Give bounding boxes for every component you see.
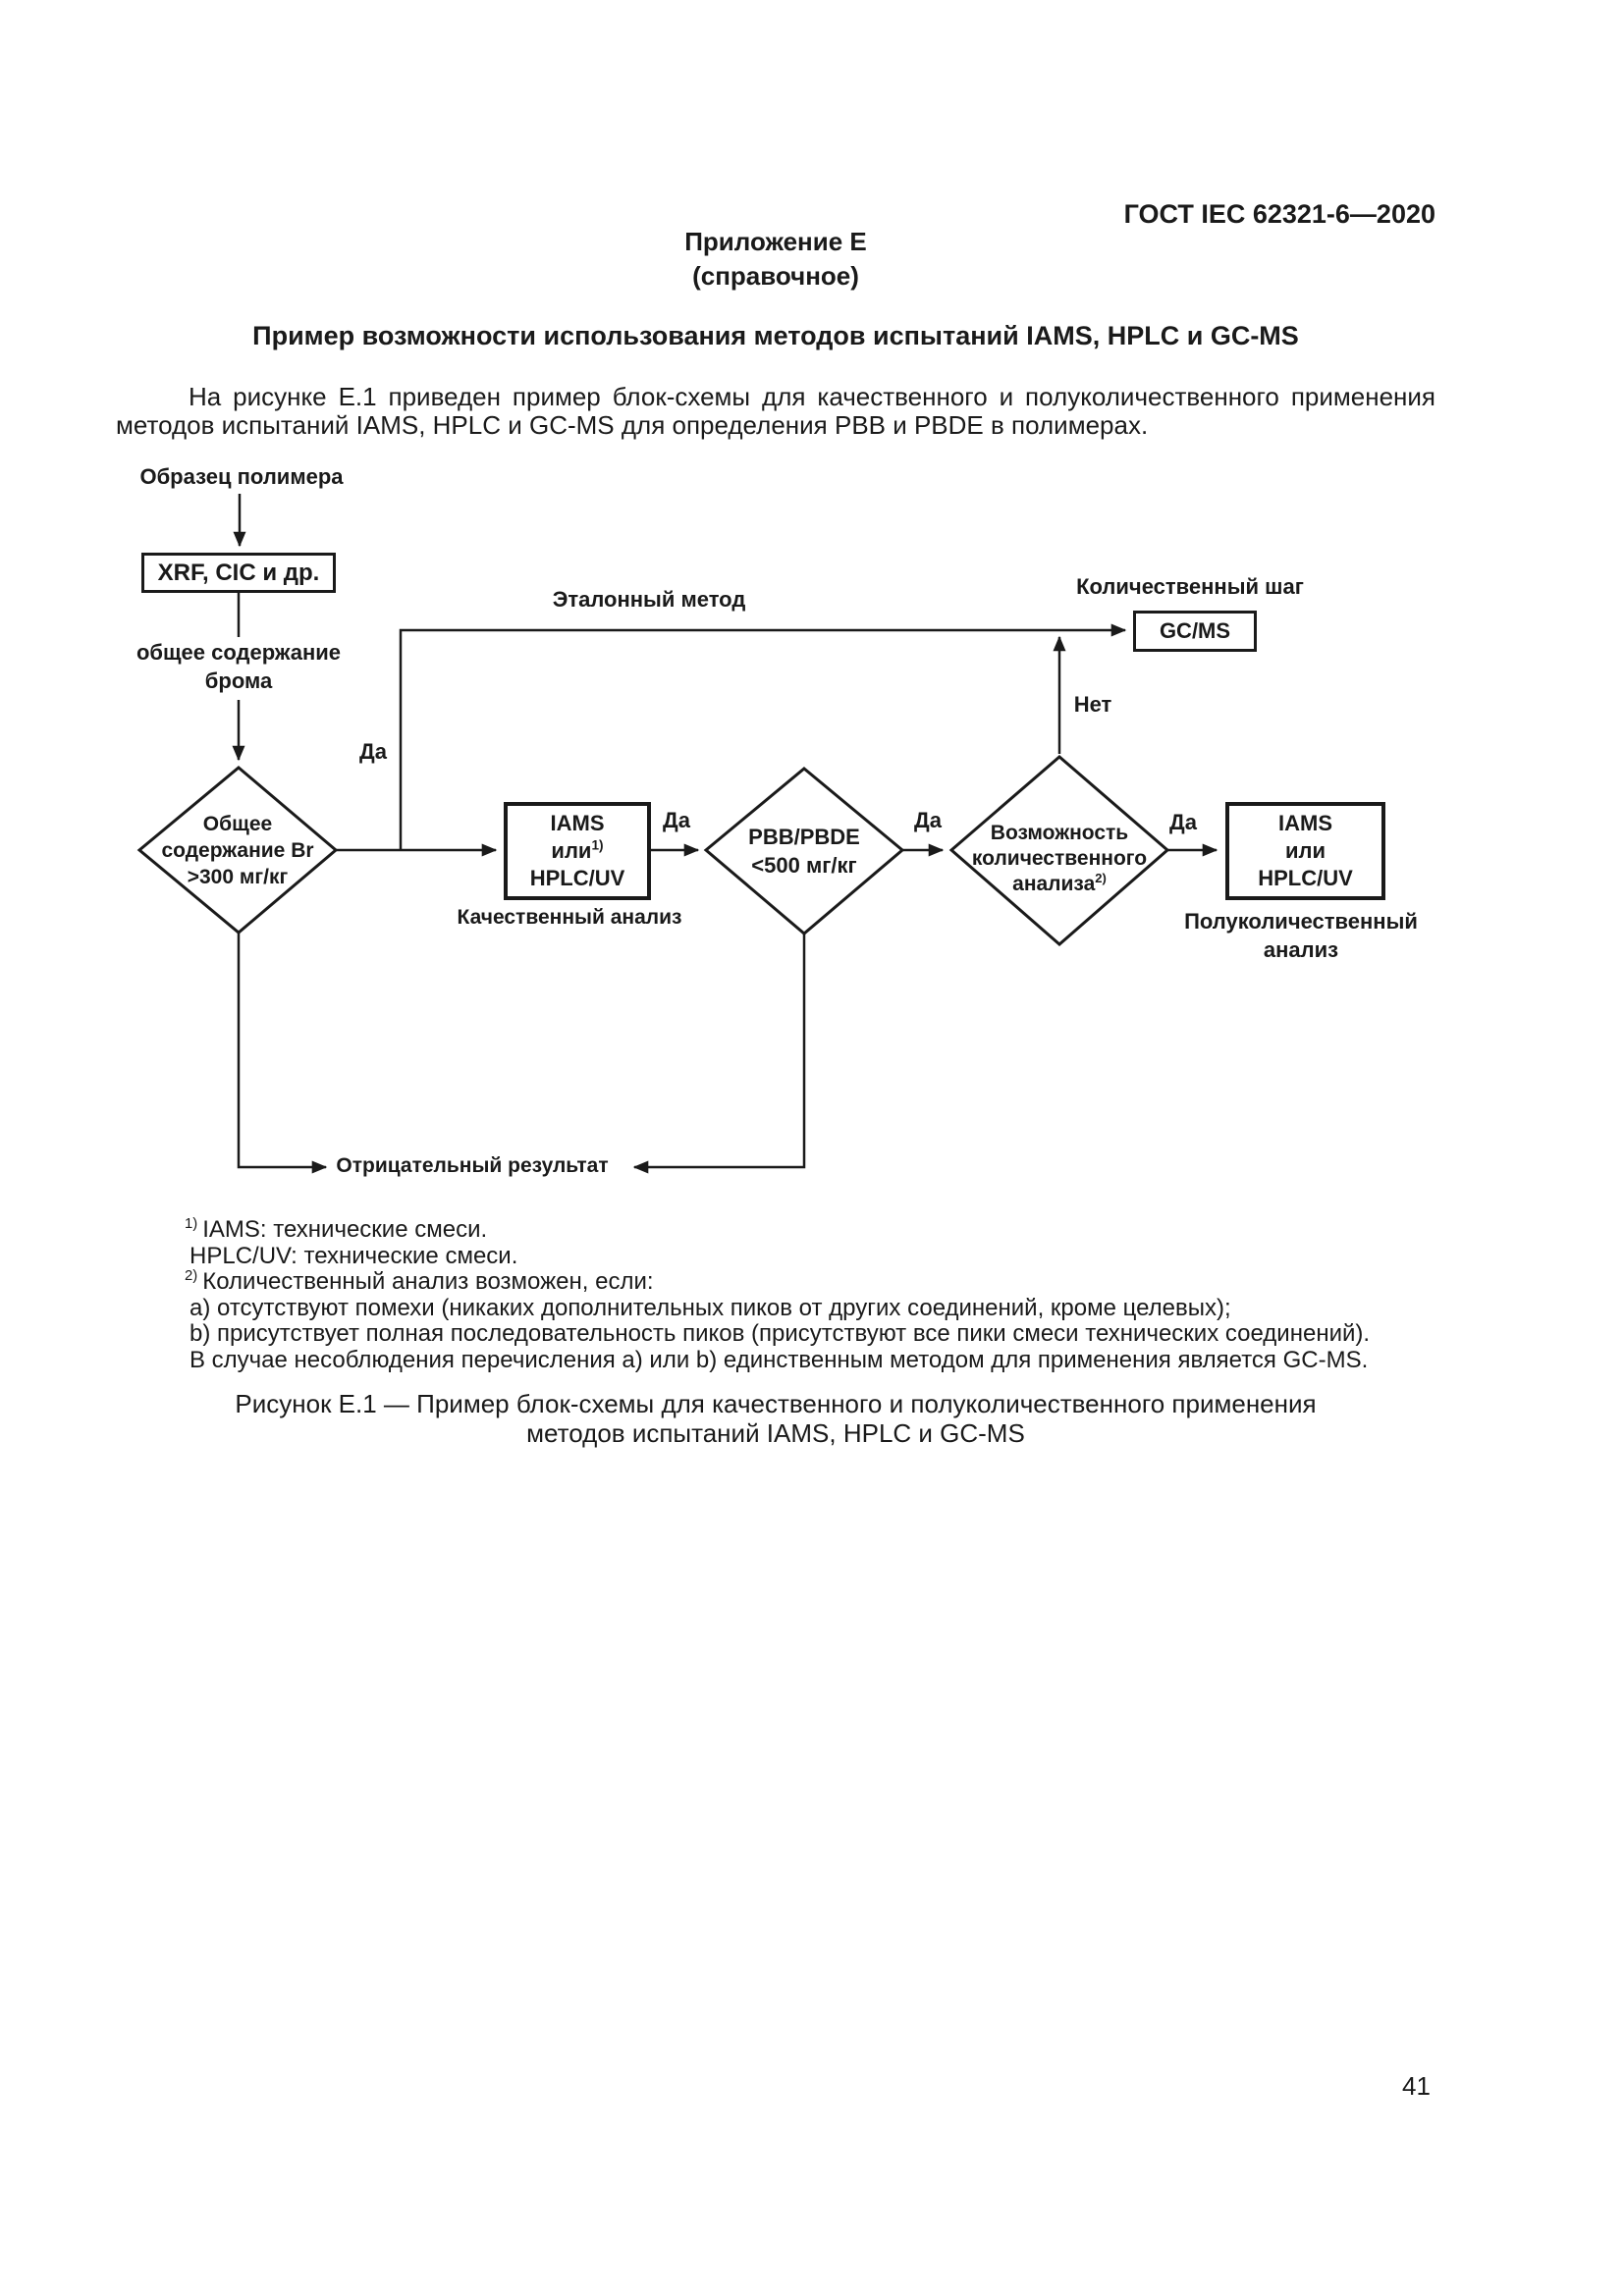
doc-code: ГОСТ IEC 62321-6—2020 (1123, 199, 1435, 229)
d1-line1: Общее (202, 813, 273, 835)
semi-label-line2: анализ (1263, 937, 1339, 962)
figure-caption-line1: Рисунок Е.1 — Пример блок-схемы для каче… (235, 1389, 1317, 1418)
footnote-5: b) присутствует полная последовательност… (189, 1320, 1371, 1347)
qualitative-box-line3: HPLC/UV (529, 866, 625, 890)
yes-label-4: Да (1169, 810, 1197, 834)
figure-caption-line2: методов испытаний IAMS, HPLC и GC-MS (526, 1418, 1025, 1448)
semiquantitative-box-line2: или (1284, 838, 1326, 863)
semiquantitative-box-line3: HPLC/UV (1258, 866, 1353, 890)
start-label: Образец полимера (139, 464, 344, 489)
decision-quant-possible (948, 755, 1170, 946)
footnote-2: HPLC/UV: технические смеси. (189, 1242, 518, 1269)
semiquantitative-box: IAMS или HPLC/UV (1225, 802, 1385, 900)
footnote-1: 1)IAMS: технические смеси. (185, 1216, 488, 1243)
d2-line2: <500 мг/кг (751, 853, 857, 878)
bromine-label-line2: брома (204, 668, 273, 693)
decision-pbb-pbde (703, 767, 905, 935)
figure-footnotes: 1)IAMS: технические смеси. HPLC/UV: техн… (185, 1216, 1371, 1373)
figure-caption: Рисунок Е.1 — Пример блок-схемы для каче… (235, 1389, 1316, 1448)
semiquantitative-analysis-label: Полуколичественный анализ (1184, 907, 1418, 964)
qualitative-box-line1: IAMS (550, 811, 605, 835)
qualitative-analysis-label: Качественный анализ (457, 906, 682, 929)
intro-paragraph: На рисунке Е.1 приведен пример блок-схем… (116, 382, 1435, 440)
annex-kind: (справочное) (692, 261, 859, 291)
d3-line2: количественного (971, 847, 1148, 870)
d1-line2: содержание Br (161, 839, 314, 862)
footnote-6: В случае несоблюдения перечисления a) ил… (189, 1346, 1369, 1373)
gcms-box-label: GC/MS (1159, 618, 1231, 643)
footnote-ref-2: 2) (1095, 871, 1107, 885)
semiquantitative-box-line1: IAMS (1278, 811, 1332, 835)
arrow-d1-to-negative (237, 933, 328, 1174)
negative-result-label: Отрицательный результат (336, 1154, 609, 1177)
decision-total-br-text: Общее содержание Br >300 мг/кг (161, 811, 313, 890)
arrow-d2-to-negative (632, 934, 806, 1174)
footnote-ref-1: 1) (591, 837, 604, 853)
page-number: 41 (1402, 2071, 1431, 2101)
semi-label-line1: Полуколичественный (1184, 909, 1418, 934)
d2-line1: PBB/PBDE (748, 825, 860, 849)
annex-heading: Пример возможности использования методов… (252, 321, 1299, 350)
decision-total-br (136, 766, 339, 934)
decision-pbb-pbde-text: PBB/PBDE <500 мг/кг (748, 823, 860, 880)
xrf-box: XRF, CIC и др. (141, 553, 336, 593)
quantitative-step-label: Количественный шаг (1076, 574, 1304, 599)
arrow-reference-to-gcms (399, 623, 1127, 850)
xrf-box-label: XRF, CIC и др. (157, 559, 320, 586)
bromine-label-line1: общее содержание (135, 640, 342, 665)
yes-label-1: Да (359, 739, 387, 764)
yes-label-2: Да (663, 808, 690, 832)
decision-quant-possible-text: Возможность количественного анализа2) (972, 821, 1147, 897)
bromine-label: общее содержание брома (136, 638, 341, 695)
qualitative-box: IAMS или1) HPLC/UV (504, 802, 651, 900)
reference-method-label: Эталонный метод (552, 587, 746, 612)
d1-line3: >300 мг/кг (187, 866, 289, 888)
footnote-3: 2)Количественный анализ возможен, если: (185, 1268, 654, 1295)
no-label: Нет (1073, 692, 1112, 717)
d3-line3: анализа2) (1012, 871, 1107, 895)
footnote-4: a) отсутствуют помехи (никаких дополните… (189, 1294, 1231, 1321)
d3-line1: Возможность (990, 822, 1129, 844)
annex-label: Приложение Е (684, 227, 867, 256)
gcms-box: GC/MS (1133, 611, 1257, 652)
qualitative-box-line2: или1) (551, 837, 604, 863)
yes-label-3: Да (914, 808, 942, 832)
